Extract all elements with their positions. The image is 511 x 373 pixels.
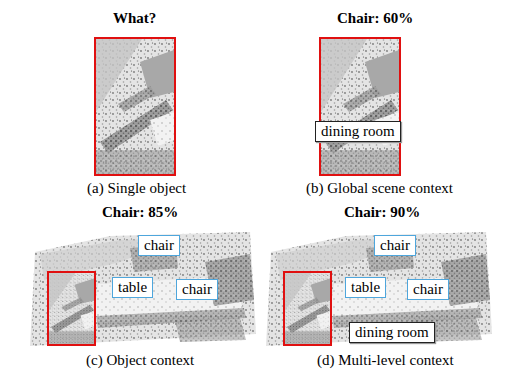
object-label-box: chair <box>176 279 218 300</box>
query-box <box>320 38 400 175</box>
object-label-box: table <box>112 277 153 298</box>
prediction-title: Chair: 85% <box>102 203 178 221</box>
scene-points <box>266 232 492 346</box>
panel-caption: (b) Global scene context <box>306 179 453 197</box>
query-box <box>284 272 331 345</box>
box-label: chair <box>144 236 174 255</box>
object-points <box>321 39 399 174</box>
prediction-title: Chair: 60% <box>337 9 413 27</box>
object-label-box: chair <box>407 279 449 300</box>
prediction-title: Chair: 90% <box>344 203 420 221</box>
scene-points <box>30 232 256 346</box>
scene-label-box: dining room <box>349 322 435 343</box>
scene-label-box: dining room <box>315 121 401 142</box>
object-points <box>96 39 174 174</box>
panel-caption: (d) Multi-level context <box>317 351 454 369</box>
box-label: dining room <box>355 323 429 342</box>
panel-caption: (a) Single object <box>87 179 186 197</box>
object-label-box: chair <box>374 235 416 256</box>
query-box <box>95 38 175 175</box>
box-label: chair <box>182 280 212 299</box>
object-label-box: table <box>345 277 386 298</box>
prediction-title: What? <box>113 9 156 27</box>
box-label: table <box>118 278 147 297</box>
query-box <box>48 272 95 345</box>
object-label-box: chair <box>138 235 180 256</box>
box-label: chair <box>380 236 410 255</box>
box-label: chair <box>413 280 443 299</box>
box-label: dining room <box>321 122 395 141</box>
panel-caption: (c) Object context <box>86 351 194 369</box>
box-label: table <box>351 278 380 297</box>
